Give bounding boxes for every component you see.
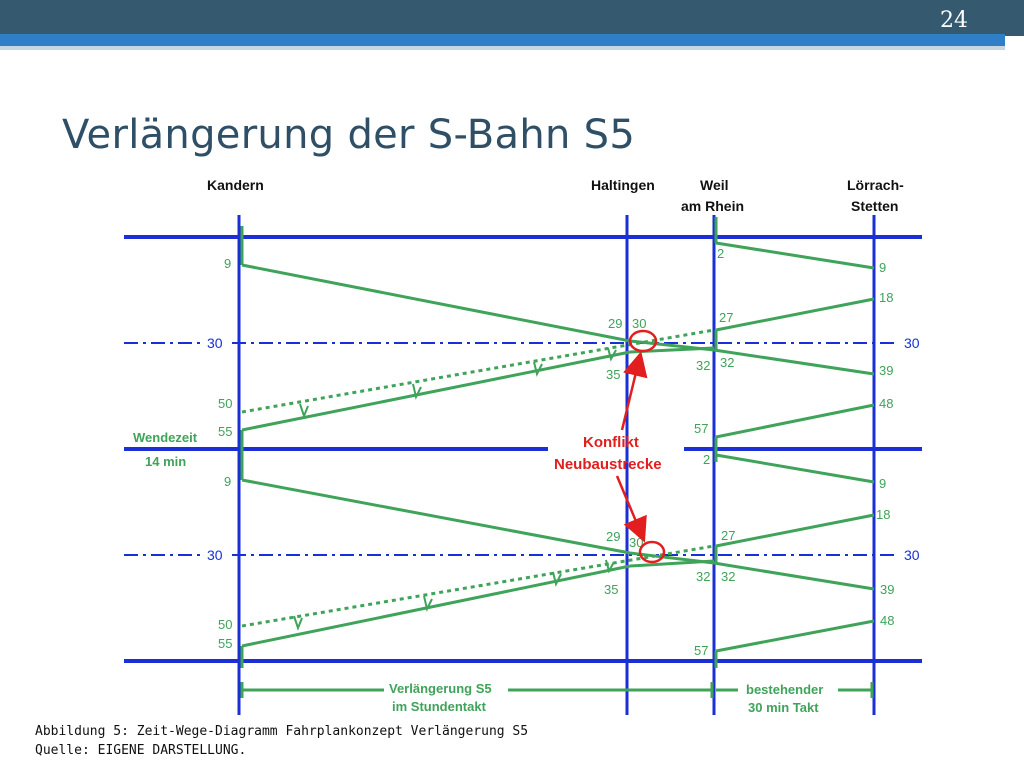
time-label: 55 [218,636,232,651]
time-label: 39 [880,582,894,597]
path-loerrach-weil-bottom-late [715,619,875,653]
time-label: 29 [608,316,622,331]
path-weil-loerrach-top-early [715,241,875,270]
time-label: 2 [717,246,724,261]
arrow-tick-5 [293,615,303,631]
segment-extension-label-1: Verlängerung S5 [389,681,492,696]
time-label: 18 [876,507,890,522]
station-haltingen-label: Haltingen [591,177,655,193]
wendezeit-label: Wendezeit [133,430,198,445]
wendezeit-value: 14 min [145,454,186,469]
time-label: 55 [218,424,232,439]
time-label: 50 [218,396,232,411]
half-hour-label-right-bottom: 30 [904,547,920,563]
half-hour-label-left-bottom: 30 [207,547,223,563]
conflict-arrow-up [620,351,648,431]
station-weil-label-1: Weil [700,177,729,193]
time-label: 35 [604,582,618,597]
conflict-label-1: Konflikt [583,434,639,451]
time-label: 2 [703,452,710,467]
arrow-tick-7 [552,571,562,587]
time-label: 32 [696,569,710,584]
arrow-tick-1 [299,403,309,419]
path-weil-loerrach-top [713,348,875,376]
time-label: 32 [696,358,710,373]
slide-title: Verlängerung der S-Bahn S5 [62,112,636,158]
path-kandern-haltingen-top [241,263,631,343]
time-label: 32 [720,355,734,370]
caption-line-2: Quelle: EIGENE DARSTELLUNG. [35,743,247,758]
arrow-tick-2 [412,383,422,400]
time-distance-diagram: Kandern Haltingen Weil am Rhein Lörrach-… [124,177,922,715]
time-label: 48 [880,613,894,628]
time-label: 32 [721,569,735,584]
path-loerrach-weil-top-late [715,403,875,439]
time-label: 9 [879,476,886,491]
path-kandern-haltingen-bottom [241,478,631,555]
station-kandern-label: Kandern [207,177,264,193]
time-label: 30 [632,316,646,331]
path-weil-loerrach-bottom [713,561,875,591]
path-loerrach-weil-top [715,297,875,332]
title-bar-accent [0,34,1005,46]
arrow-tick-4 [607,347,617,362]
segment-existing-label-1: bestehender [746,682,823,697]
time-label: 27 [721,528,735,543]
conflict-arrow-down [615,475,647,543]
conflict-circle-bottom [638,540,666,564]
time-label: 57 [694,643,708,658]
path-weil-loerrach-bottom-early [715,453,875,484]
arrow-tick-6 [423,595,433,612]
figure-caption: Abbildung 5: Zeit-Wege-Diagramm Fahrplan… [35,722,528,760]
time-label: 9 [879,260,886,275]
time-label: 50 [218,617,232,632]
path-haltingen-weil-return-bottom [629,559,715,568]
half-hour-label-right-top: 30 [904,335,920,351]
arrow-tick-3 [533,361,543,377]
time-label: 18 [879,290,893,305]
slide-number: 24 [940,8,968,33]
time-label: 48 [879,396,893,411]
conflict-label-2: Neubaustrecke [554,456,662,473]
caption-line-1: Abbildung 5: Zeit-Wege-Diagramm Fahrplan… [35,724,529,739]
arrow-tick-8 [605,559,615,574]
segment-existing-label-2: 30 min Takt [748,700,819,715]
time-label: 39 [879,363,893,378]
time-label: 35 [606,367,620,382]
path-loerrach-weil-bottom [715,513,875,548]
half-hour-label-left-top: 30 [207,335,223,351]
time-label: 27 [719,310,733,325]
path-kandern-haltingen-return-top [241,350,631,432]
station-weil-label-2: am Rhein [681,198,744,214]
time-label: 9 [224,474,231,489]
time-label: 57 [694,421,708,436]
station-loerrach-label-1: Lörrach- [847,177,904,193]
conflict-circle-top [628,329,658,353]
segment-extension-label-2: im Stundentakt [392,699,487,714]
station-loerrach-label-2: Stetten [851,198,898,214]
title-bar-shadow [0,46,1005,50]
time-label: 29 [606,529,620,544]
path-kandern-haltingen-return-bottom [241,564,631,648]
time-label: 9 [224,256,231,271]
title-bar [0,0,1024,36]
